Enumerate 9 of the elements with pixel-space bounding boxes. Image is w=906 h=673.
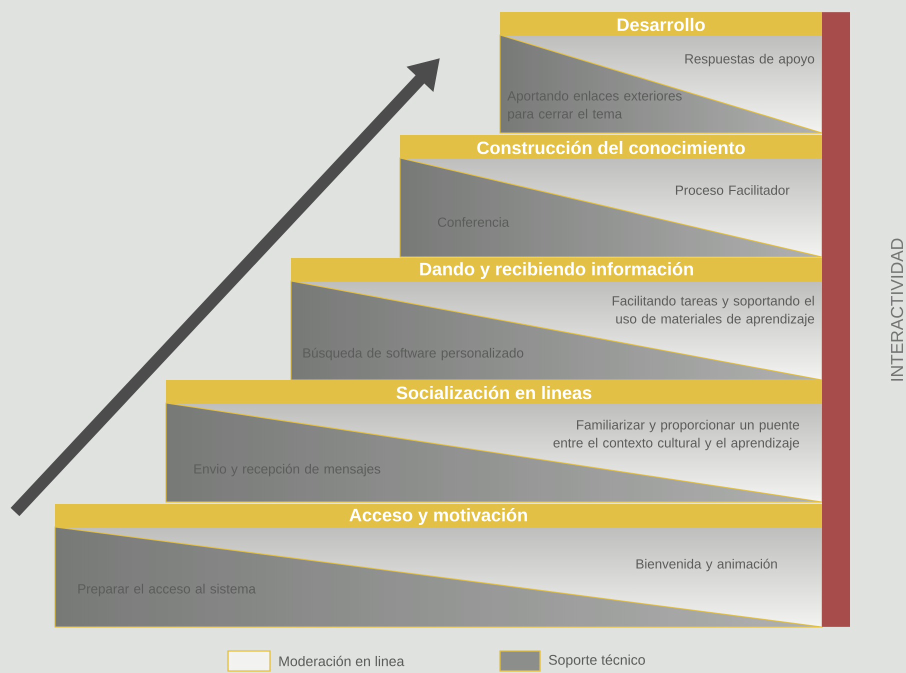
node-label: INTERACTIVIDAD: [890, 238, 904, 381]
node-label: Dando y recibiendo información: [420, 262, 693, 279]
node-label: Acceso y motivación: [349, 508, 527, 525]
node-label: Construcción del conocimiento: [477, 140, 745, 154]
node-label: Socialización en lineas: [396, 386, 592, 400]
legend-label: Moderación en linea: [279, 656, 404, 666]
legend-label: Soporte técnico: [548, 654, 645, 668]
interactivity-bar: INTERACTIVIDAD: [822, 12, 904, 627]
node-label: Desarrollo: [618, 18, 705, 32]
